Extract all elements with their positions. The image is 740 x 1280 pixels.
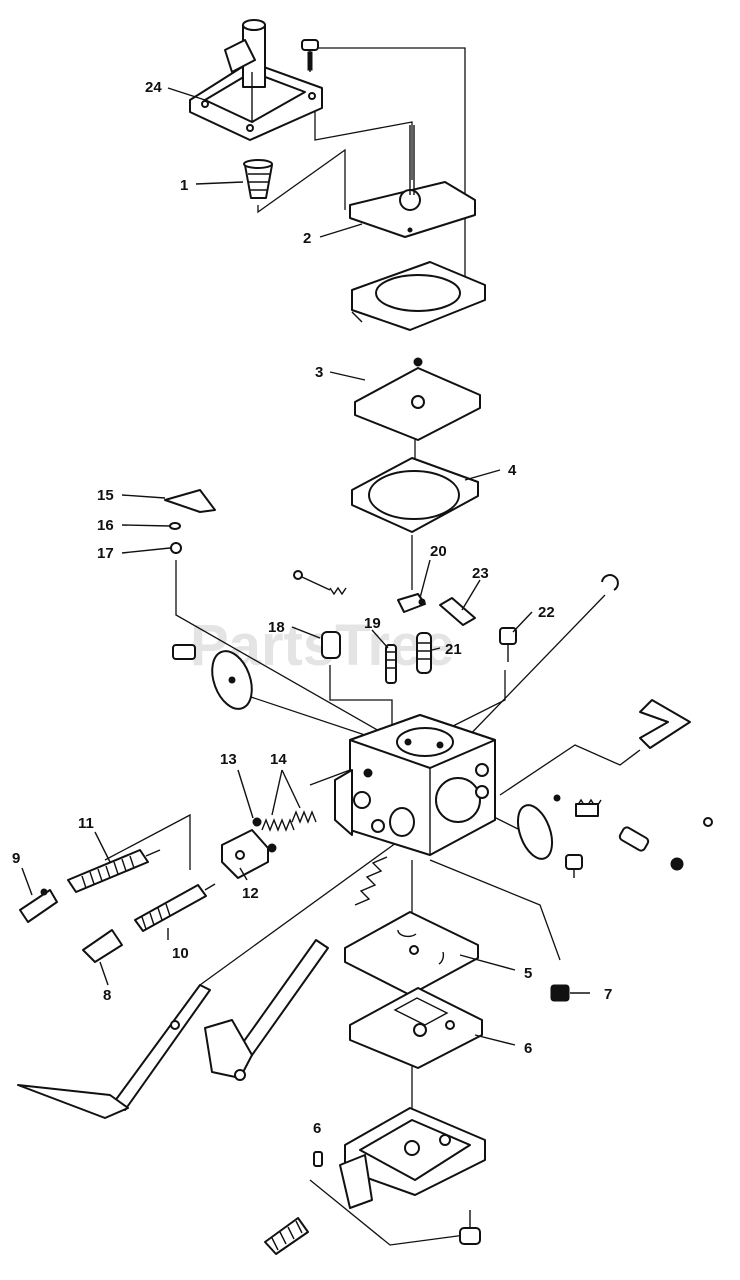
e-clip: [601, 574, 619, 591]
part-1-filter-screen: [243, 159, 273, 199]
part-12-bracket: [221, 829, 277, 879]
callout-9: 9: [12, 850, 20, 867]
pump-gasket: [351, 261, 486, 331]
part-8-limiter-cap: [82, 929, 123, 963]
part-21-inlet-needle: [416, 632, 432, 674]
right-throttle-plate: [516, 804, 583, 878]
assembly-lines: [104, 47, 641, 1246]
part-10-adjustment-needle: [134, 883, 216, 932]
screw-bottom: [459, 1210, 481, 1245]
part-2-pump-plate: [349, 125, 476, 238]
callout-20: 20: [430, 543, 447, 560]
callout-19: 19: [364, 615, 381, 632]
callout-4: 4: [508, 462, 517, 479]
callout-12: 12: [242, 885, 259, 902]
right-spring-needle: [553, 794, 713, 871]
callout-23: 23: [472, 565, 489, 582]
part-23-pin: [439, 597, 476, 626]
screw-top: [301, 39, 319, 72]
choke-lever-arm: [204, 939, 329, 1081]
callout-16: 16: [97, 517, 114, 534]
part-5-metering-diaphragm: [344, 911, 479, 996]
callout-24: 24: [145, 79, 162, 96]
callout-8: 8: [103, 987, 111, 1004]
part-19-needle-spring: [293, 570, 397, 684]
metering-cover: [313, 1107, 486, 1209]
part-16-washer: [169, 522, 181, 530]
callout-18: 18: [268, 619, 285, 636]
callout-2: 2: [303, 230, 311, 247]
callout-5: 5: [524, 965, 532, 982]
leader-lines: [21, 87, 590, 1046]
part-20-metering-lever: [397, 593, 426, 613]
spring-lower: [354, 856, 388, 906]
callout-14: 14: [270, 751, 287, 768]
part-15-lever: [164, 489, 216, 513]
part-17-ball: [170, 542, 182, 554]
part-3-diaphragm: [354, 357, 481, 441]
tapered-plug: [264, 1217, 309, 1255]
elbow-fitting: [639, 699, 691, 749]
callout-10: 10: [172, 945, 189, 962]
callout-7: 7: [604, 986, 612, 1003]
part-22-screw: [499, 627, 517, 662]
callout-1: 1: [180, 177, 188, 194]
throttle-lever-arm: [17, 984, 211, 1119]
throttle-plate: [172, 644, 253, 710]
part-24-cover: [189, 19, 323, 141]
part-13-washer: [252, 817, 262, 827]
part-18-plug: [321, 631, 341, 659]
part-11-adjustment-needle: [67, 849, 161, 893]
callout-22: 22: [538, 604, 555, 621]
callout-11: 11: [78, 815, 94, 832]
callout-6-bottom: 6: [313, 1120, 321, 1137]
part-14-springs: [261, 810, 317, 832]
callout-15: 15: [97, 487, 114, 504]
part-9-limiter-cap: [19, 888, 58, 923]
callout-21: 21: [445, 641, 462, 658]
part-4-gasket: [351, 457, 479, 533]
callout-labels: 24 1 2 3 4 15 16 17 20 23 22 18 19 21 13…: [12, 79, 612, 1137]
callout-17: 17: [97, 545, 114, 562]
part-6-gasket: [349, 987, 483, 1069]
callout-6: 6: [524, 1040, 532, 1057]
callout-3: 3: [315, 364, 323, 381]
carburetor-body: [334, 714, 496, 856]
part-7-nut: [550, 984, 570, 1002]
callout-13: 13: [220, 751, 237, 768]
